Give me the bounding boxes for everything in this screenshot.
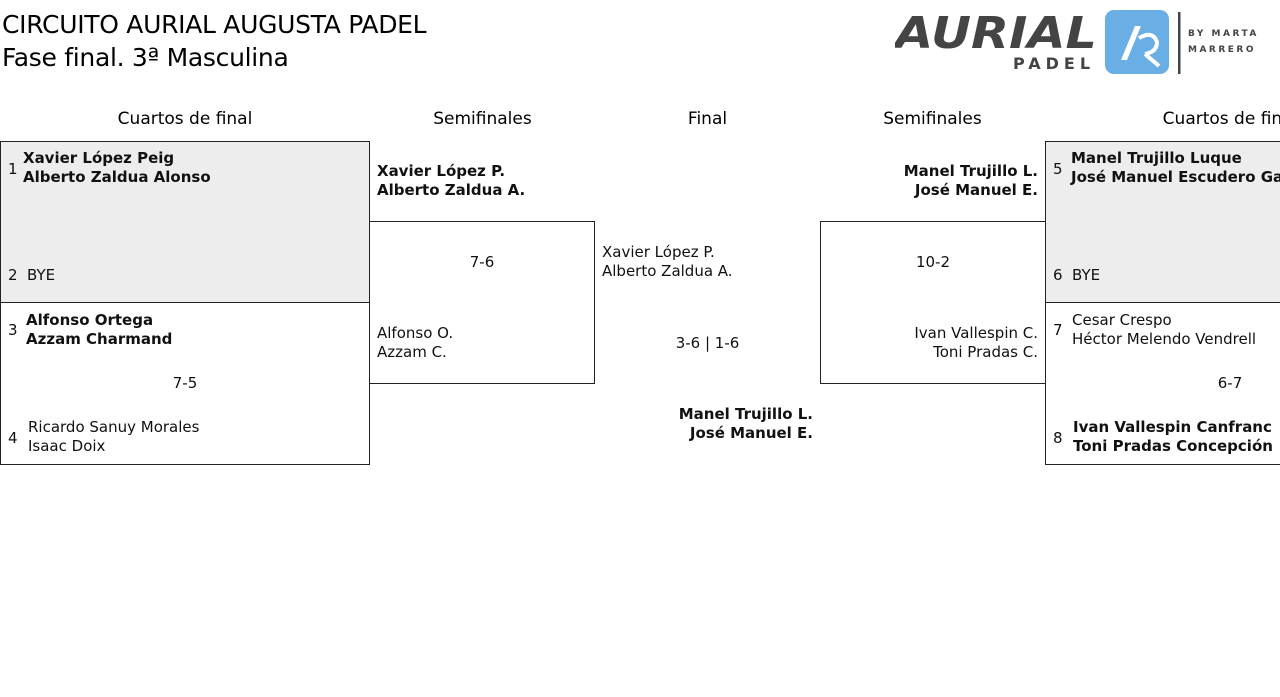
seed-number: 8 — [1053, 429, 1063, 447]
seed-number: 5 — [1053, 160, 1063, 178]
col-right-semi: Semifinales — [883, 109, 982, 129]
player-name: José Manuel Escudero Garcia — [1071, 168, 1280, 186]
player-name: Alfonso O. — [377, 324, 454, 342]
player-name: Manel Trujillo L. — [678, 405, 813, 423]
right-quarter-match-2 — [1045, 302, 1280, 465]
left-semi-match — [369, 221, 595, 384]
player-name: Manel Trujillo Luque — [1071, 149, 1242, 167]
player-name: Alberto Zaldua Alonso — [23, 168, 211, 186]
player-name: Toni Pradas C. — [933, 343, 1038, 361]
player-name: Cesar Crespo — [1072, 311, 1172, 329]
aurial-logo: AURIAL PADEL BY MARTA MARRERO — [892, 8, 1275, 78]
seed-number: 6 — [1053, 266, 1063, 284]
logo-graphic: AURIAL PADEL BY MARTA MARRERO — [892, 8, 1259, 74]
page-title: CIRCUITO AURIAL AUGUSTA PADEL — [2, 10, 427, 39]
player-name: Azzam Charmand — [26, 330, 173, 348]
player-name: Toni Pradas Concepción — [1073, 437, 1273, 455]
seed-number: 4 — [8, 429, 18, 447]
player-name: Alberto Zaldua A. — [377, 181, 526, 199]
seed-number: 1 — [8, 160, 18, 178]
player-name: Azzam C. — [377, 343, 447, 361]
player-name: Manel Trujillo L. — [903, 162, 1038, 180]
player-name: Ricardo Sanuy Morales — [28, 418, 200, 436]
player-name: Xavier López Peig — [23, 149, 175, 167]
col-final: Final — [687, 109, 728, 129]
left-quarter-match-1 — [0, 141, 370, 303]
logo-divider — [1178, 12, 1181, 74]
player-name: BYE — [1072, 266, 1101, 284]
player-name: Alberto Zaldua A. — [602, 262, 733, 280]
match-score: 3-6 | 1-6 — [675, 334, 740, 352]
player-name: Ivan Vallespin C. — [914, 324, 1038, 342]
logo-by: BY MARTA — [1188, 29, 1259, 39]
col-left-quarter: Cuartos de final — [117, 109, 253, 129]
player-name: Xavier López P. — [377, 162, 506, 180]
seed-number: 2 — [8, 266, 18, 284]
player-name: José Manuel E. — [914, 181, 1038, 199]
seed-number: 3 — [8, 321, 18, 339]
match-score: 10-2 — [915, 253, 951, 271]
col-right-quarter: Cuartos de final — [1162, 109, 1280, 129]
logo-wordmark: AURIAL — [895, 8, 1097, 59]
player-name: Ivan Vallespin Canfranc — [1073, 418, 1272, 436]
match-score: 7-6 — [469, 253, 495, 271]
logo-sub: PADEL — [1013, 54, 1095, 73]
right-quarter-match-1 — [1045, 141, 1280, 303]
match-score: 7-5 — [172, 374, 198, 392]
match-score: 6-7 — [1217, 374, 1243, 392]
seed-number: 7 — [1053, 321, 1063, 339]
player-name: BYE — [27, 266, 56, 284]
col-left-semi: Semifinales — [433, 109, 532, 129]
player-name: Alfonso Ortega — [26, 311, 154, 329]
player-name: Héctor Melendo Vendrell — [1072, 330, 1257, 348]
player-name: Isaac Doix — [28, 437, 106, 455]
player-name: José Manuel E. — [689, 424, 813, 442]
player-name: Xavier López P. — [602, 243, 715, 261]
logo-badge — [1105, 10, 1169, 74]
page-subtitle: Fase final. 3ª Masculina — [2, 43, 289, 72]
logo-name: MARRERO — [1188, 45, 1256, 55]
